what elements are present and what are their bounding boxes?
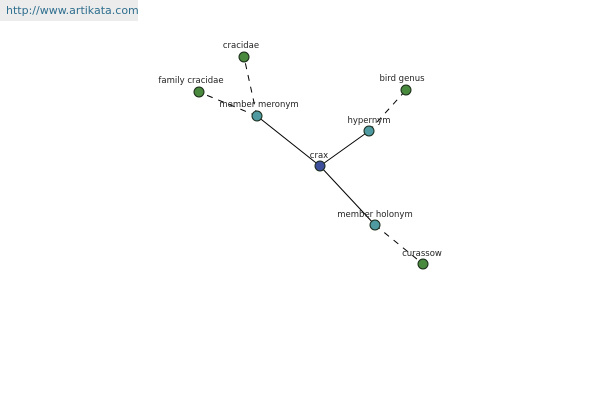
node-bird-genus[interactable] — [400, 84, 412, 96]
edge-crax-member-holonym — [319, 165, 376, 226]
node-label-crax[interactable]: crax — [310, 151, 328, 161]
graph-nodes — [193, 51, 429, 270]
node-label-hypernym[interactable]: hypernym — [347, 116, 390, 126]
edge-hypernym-bird-genus — [368, 89, 407, 132]
node-label-member-holonym[interactable]: member holonym — [337, 210, 412, 220]
node-curassow[interactable] — [417, 258, 429, 270]
node-label-family-cracidae[interactable]: family cracidae — [158, 76, 223, 86]
node-member-holonym[interactable] — [369, 219, 381, 231]
graph-edges — [198, 56, 424, 265]
node-cracidae[interactable] — [238, 51, 250, 63]
node-hypernym[interactable] — [363, 125, 375, 137]
edge-member-meronym-family-cracidae — [198, 91, 258, 117]
node-member-meronym[interactable] — [251, 110, 263, 122]
site-url-link[interactable]: http://www.artikata.com — [0, 0, 139, 21]
node-label-member-meronym[interactable]: member meronym — [219, 100, 298, 110]
node-family-cracidae[interactable] — [193, 86, 205, 98]
edge-crax-hypernym — [319, 130, 370, 167]
node-crax[interactable] — [314, 160, 326, 172]
node-label-cracidae[interactable]: cracidae — [223, 41, 259, 51]
node-label-bird-genus[interactable]: bird genus — [379, 74, 425, 84]
graph-labels: crax member meronym hypernym member holonym… — [158, 41, 442, 259]
edge-member-holonym-curassow — [374, 224, 424, 265]
edge-crax-member-meronym — [256, 115, 321, 167]
node-label-curassow[interactable]: curassow — [402, 249, 442, 259]
edge-member-meronym-cracidae — [243, 56, 258, 117]
